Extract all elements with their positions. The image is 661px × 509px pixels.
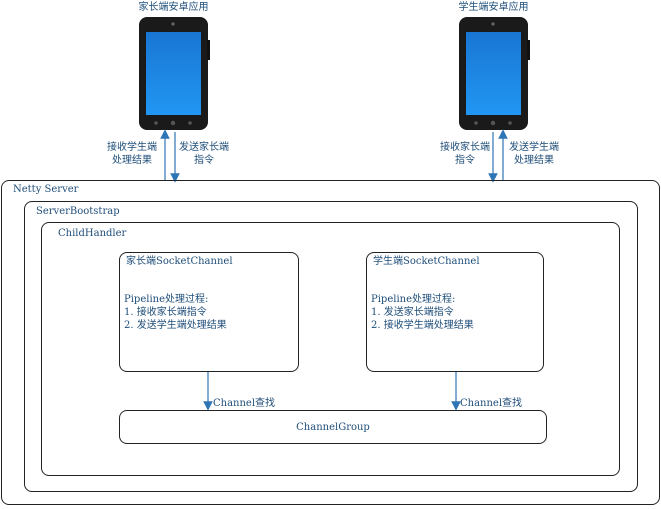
student-socket-channel-title: 学生端SocketChannel — [373, 256, 480, 267]
channel-lookup-label-right: Channel查找 — [460, 398, 523, 409]
channel-group-box: ChannelGroup — [119, 410, 547, 444]
student-app-title: 学生端安卓应用 — [458, 2, 529, 13]
parent-receive-label: 接收学生端 处理结果 — [107, 142, 157, 166]
parent-send-label: 发送家长端 指令 — [179, 142, 229, 166]
child-handler-label: ChildHandler — [58, 228, 127, 239]
netty-server-container — [1, 180, 660, 505]
server-bootstrap-label: ServerBootstrap — [36, 206, 120, 217]
channel-lookup-label-left: Channel查找 — [213, 398, 276, 409]
parent-pipeline-step: 1. 接收家长端指令 — [124, 307, 207, 318]
parent-tablet-icon — [139, 17, 210, 130]
child-handler-container — [41, 222, 620, 476]
parent-pipeline-heading: Pipeline处理过程: — [124, 294, 209, 305]
student-pipeline-step: 1. 发送家长端指令 — [371, 307, 454, 318]
parent-socket-channel-title: 家长端SocketChannel — [126, 256, 233, 267]
student-receive-label: 接收家长端 指令 — [440, 142, 490, 166]
parent-socket-channel-box: 家长端SocketChannel Pipeline处理过程: 1. 接收家长端指… — [119, 252, 299, 372]
student-pipeline-heading: Pipeline处理过程: — [371, 294, 456, 305]
netty-server-label: Netty Server — [13, 184, 79, 195]
student-socket-channel-box: 学生端SocketChannel Pipeline处理过程: 1. 发送家长端指… — [366, 252, 544, 372]
channel-group-label: ChannelGroup — [296, 422, 370, 433]
student-send-label: 发送学生端 处理结果 — [509, 142, 559, 166]
server-bootstrap-container — [24, 201, 638, 492]
student-pipeline-step: 2. 接收学生端处理结果 — [371, 320, 474, 331]
parent-app-title: 家长端安卓应用 — [138, 2, 209, 13]
parent-pipeline-step: 2. 发送学生端处理结果 — [124, 320, 227, 331]
student-tablet-icon — [459, 17, 530, 130]
